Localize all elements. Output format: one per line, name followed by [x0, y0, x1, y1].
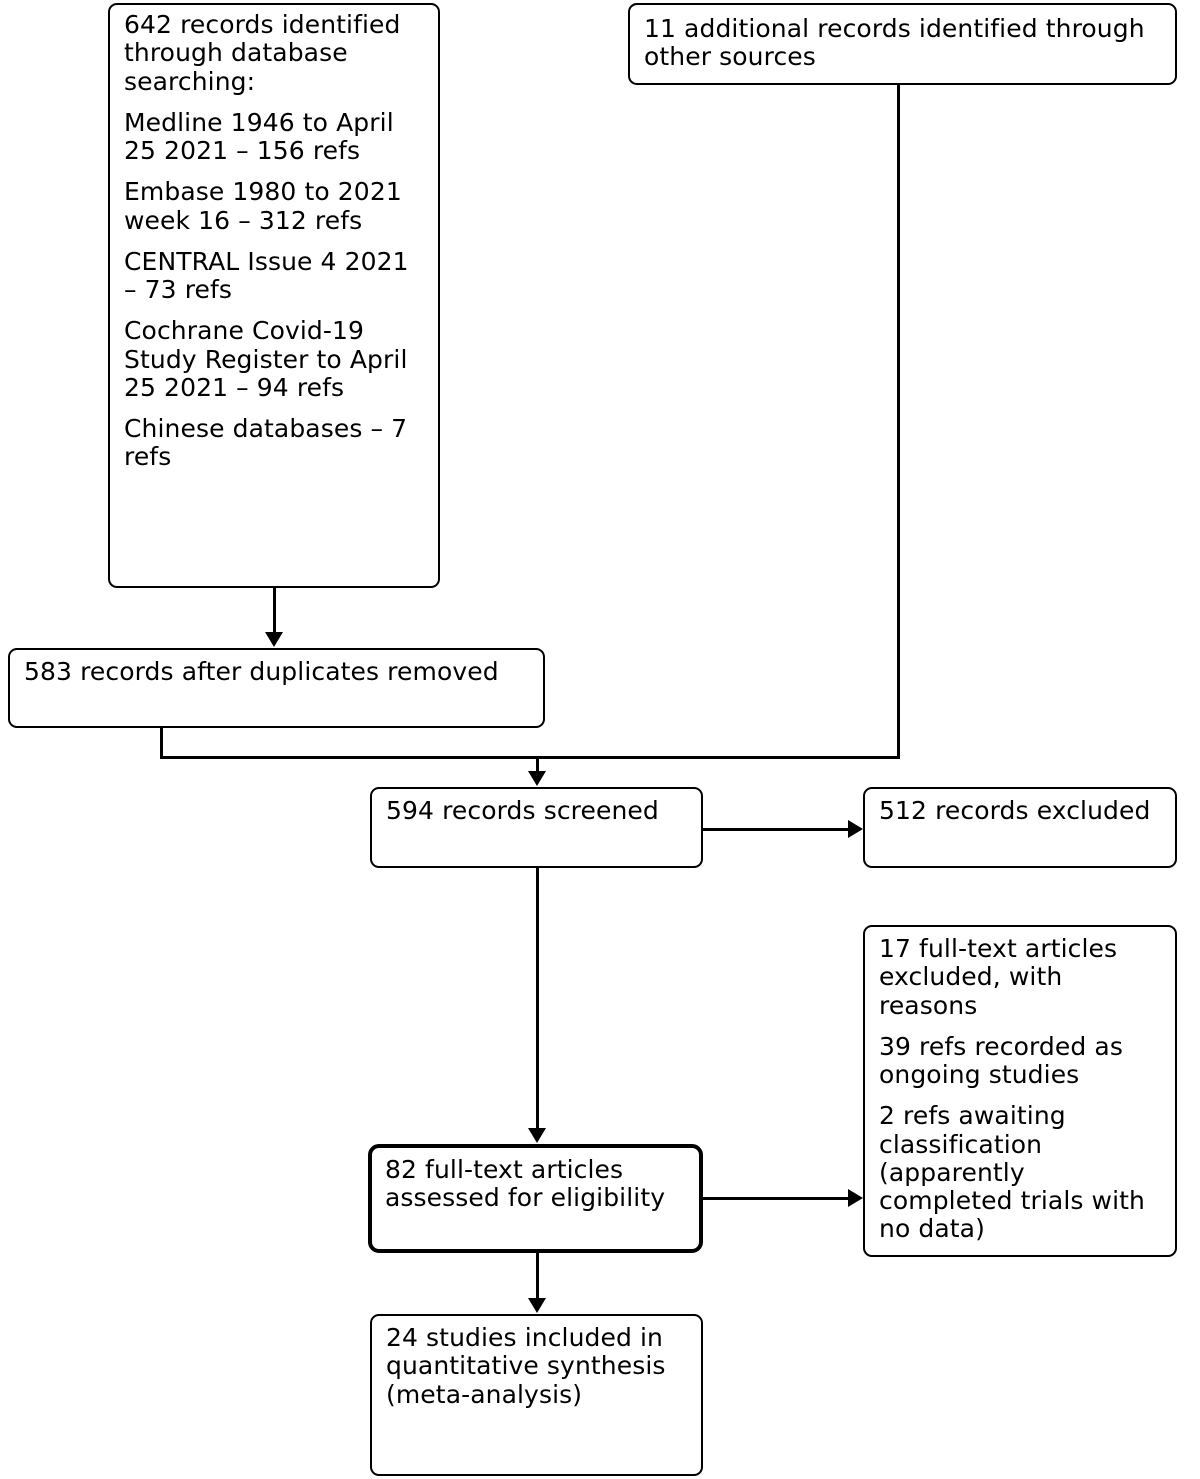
db-line-4: Cochrane Covid-19 Study Register to Apri…: [124, 316, 408, 402]
arrowhead-db-to-duplicates: [265, 632, 283, 647]
connector-duplicates-down: [160, 728, 163, 759]
reasons-line-0: 17 full-text articles excluded, with rea…: [879, 934, 1118, 1020]
box-identification-other-sources: 11 additional records identified through…: [628, 3, 1177, 85]
connector-screened-to-eligibility: [536, 868, 539, 1129]
arrowhead-merge-to-screened: [528, 771, 546, 786]
eligibility-line-0: 82 full-text articles assessed for eligi…: [385, 1155, 666, 1213]
connector-db-to-duplicates: [273, 588, 276, 634]
reasons-line-1: 39 refs recorded as ongoing studies: [879, 1031, 1123, 1089]
box-identification-database: 642 records identified through database …: [108, 3, 440, 588]
arrowhead-eligibility-to-included: [528, 1298, 546, 1313]
box-included-synthesis: 24 studies included in quantitative synt…: [370, 1314, 703, 1476]
connector-merge-to-screened: [536, 756, 539, 773]
arrowhead-screened-to-eligibility: [528, 1128, 546, 1143]
excluded-line-0: 512 records excluded: [879, 796, 1151, 825]
connector-merge-bus: [160, 756, 900, 759]
connector-screened-to-excluded: [703, 828, 849, 831]
arrowhead-screened-to-excluded: [848, 820, 863, 838]
db-line-1: Medline 1946 to April 25 2021 – 156 refs: [124, 107, 394, 165]
box-records-excluded: 512 records excluded: [863, 787, 1177, 868]
db-line-5: Chinese databases – 7 refs: [124, 414, 408, 472]
arrowhead-eligibility-to-reasons: [848, 1189, 863, 1207]
db-line-3: CENTRAL Issue 4 2021 – 73 refs: [124, 246, 409, 304]
duplicates-line-0: 583 records after duplicates removed: [24, 657, 499, 686]
box-records-screened: 594 records screened: [370, 787, 703, 868]
other-sources-line-0: 11 additional records identified through…: [644, 14, 1145, 72]
connector-other-sources-down: [897, 85, 900, 759]
reasons-line-2: 2 refs awaiting classification (apparent…: [879, 1101, 1145, 1244]
connector-eligibility-to-included: [536, 1253, 539, 1299]
box-eligibility-assessed: 82 full-text articles assessed for eligi…: [368, 1144, 703, 1253]
box-excluded-with-reasons: 17 full-text articles excluded, with rea…: [863, 925, 1177, 1257]
connector-eligibility-to-reasons: [703, 1197, 849, 1200]
box-duplicates-removed: 583 records after duplicates removed: [8, 648, 545, 728]
db-line-2: Embase 1980 to 2021 week 16 – 312 refs: [124, 177, 402, 235]
db-line-0: 642 records identified through database …: [124, 10, 401, 96]
screened-line-0: 594 records screened: [386, 796, 659, 825]
included-line-0: 24 studies included in quantitative synt…: [386, 1323, 666, 1409]
